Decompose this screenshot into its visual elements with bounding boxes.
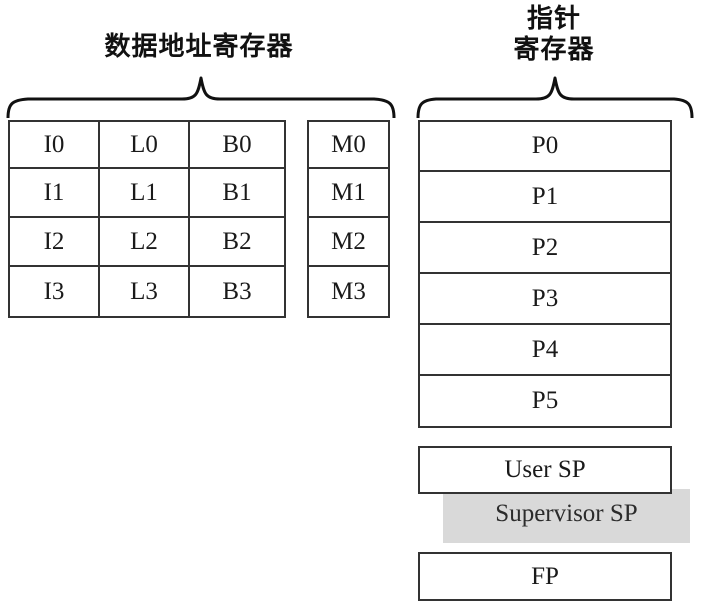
table-cell-l0: L0	[100, 122, 190, 169]
pointer-registers-title: 指针 寄存器	[418, 4, 690, 66]
table-cell-p4: P4	[420, 325, 670, 376]
table-cell-m1: M1	[309, 169, 388, 218]
table-cell-b3: B3	[190, 267, 284, 316]
title-right-line2: 寄存器	[513, 35, 595, 65]
title-right-line1: 指针	[526, 4, 581, 34]
table-cell-l1: L1	[100, 169, 190, 218]
right-curly-brace-icon	[416, 76, 694, 123]
table-cell-m2: M2	[309, 218, 388, 267]
title-left-line: 数据地址寄存器	[104, 32, 294, 62]
table-cell-b2: B2	[190, 218, 284, 267]
table-cell-l3: L3	[100, 267, 190, 316]
table-cell-l2: L2	[100, 218, 190, 267]
table-cell-p1: P1	[420, 172, 670, 223]
left-curly-brace-icon	[6, 76, 396, 123]
pointer-register-column: P0 P1 P2 P3 P4 P5	[418, 120, 672, 428]
supervisor-sp-label: Supervisor SP	[495, 500, 638, 527]
table-cell-b1: B1	[190, 169, 284, 218]
frame-pointer-label: FP	[531, 562, 559, 590]
user-sp-box: User SP	[418, 446, 672, 494]
table-cell-p0: P0	[420, 122, 670, 172]
table-cell-p2: P2	[420, 223, 670, 274]
table-cell-p3: P3	[420, 274, 670, 325]
table-cell-m0: M0	[309, 122, 388, 169]
table-cell-i0: I0	[10, 122, 100, 169]
user-sp-label: User SP	[504, 456, 586, 483]
table-cell-p5: P5	[420, 376, 670, 426]
supervisor-sp-block: Supervisor SP	[443, 489, 690, 543]
modify-register-column: M0 M1 M2 M3	[307, 120, 390, 318]
table-cell-i3: I3	[10, 267, 100, 316]
frame-pointer-box: FP	[418, 552, 672, 601]
table-cell-i2: I2	[10, 218, 100, 267]
data-address-registers-title: 数据地址寄存器	[8, 32, 390, 62]
table-cell-b0: B0	[190, 122, 284, 169]
table-cell-i1: I1	[10, 169, 100, 218]
data-address-register-grid: I0 L0 B0 I1 L1 B1 I2 L2 B2 I3 L3 B3	[8, 120, 286, 318]
table-cell-m3: M3	[309, 267, 388, 316]
